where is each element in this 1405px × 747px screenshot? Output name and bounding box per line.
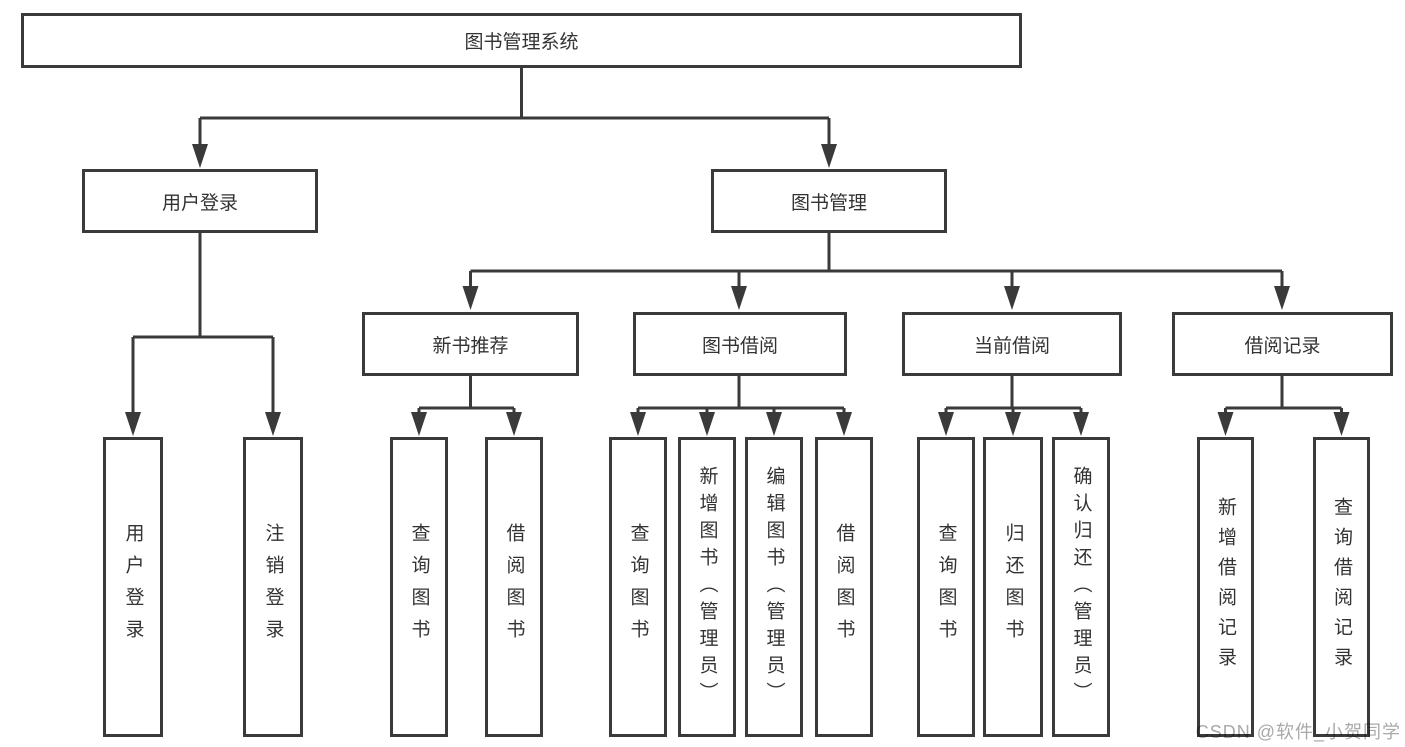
node-library-system: 图书管理系统 <box>21 13 1022 68</box>
leaf-edit-books-admin: 编辑图书（管理员） <box>745 437 803 737</box>
node-user-login: 用户登录 <box>82 169 318 233</box>
leaf-add-borrow-record: 新增借阅记录 <box>1197 437 1254 737</box>
node-borrowing-records: 借阅记录 <box>1172 312 1393 376</box>
node-book-management: 图书管理 <box>711 169 947 233</box>
leaf-return-books: 归还图书 <box>983 437 1043 737</box>
leaf-borrow-books: 借阅图书 <box>815 437 873 737</box>
leaf-borrow-books-recommend: 借阅图书 <box>485 437 543 737</box>
leaf-query-books-recommend: 查询图书 <box>390 437 448 737</box>
leaf-query-books-borrow: 查询图书 <box>609 437 667 737</box>
leaf-add-books-admin: 新增图书（管理员） <box>678 437 736 737</box>
watermark: CSDN @软件_小贺同学 <box>1195 722 1401 742</box>
node-book-borrowing: 图书借阅 <box>633 312 847 376</box>
arrowhead-icons <box>125 144 1350 436</box>
node-new-book-recommend: 新书推荐 <box>362 312 579 376</box>
leaf-query-books-current: 查询图书 <box>917 437 975 737</box>
leaf-confirm-return-admin: 确认归还（管理员） <box>1052 437 1110 737</box>
leaf-user-login: 用户登录 <box>103 437 163 737</box>
node-current-borrowing: 当前借阅 <box>902 312 1122 376</box>
leaf-query-borrow-record: 查询借阅记录 <box>1313 437 1370 737</box>
leaf-logout: 注销登录 <box>243 437 303 737</box>
